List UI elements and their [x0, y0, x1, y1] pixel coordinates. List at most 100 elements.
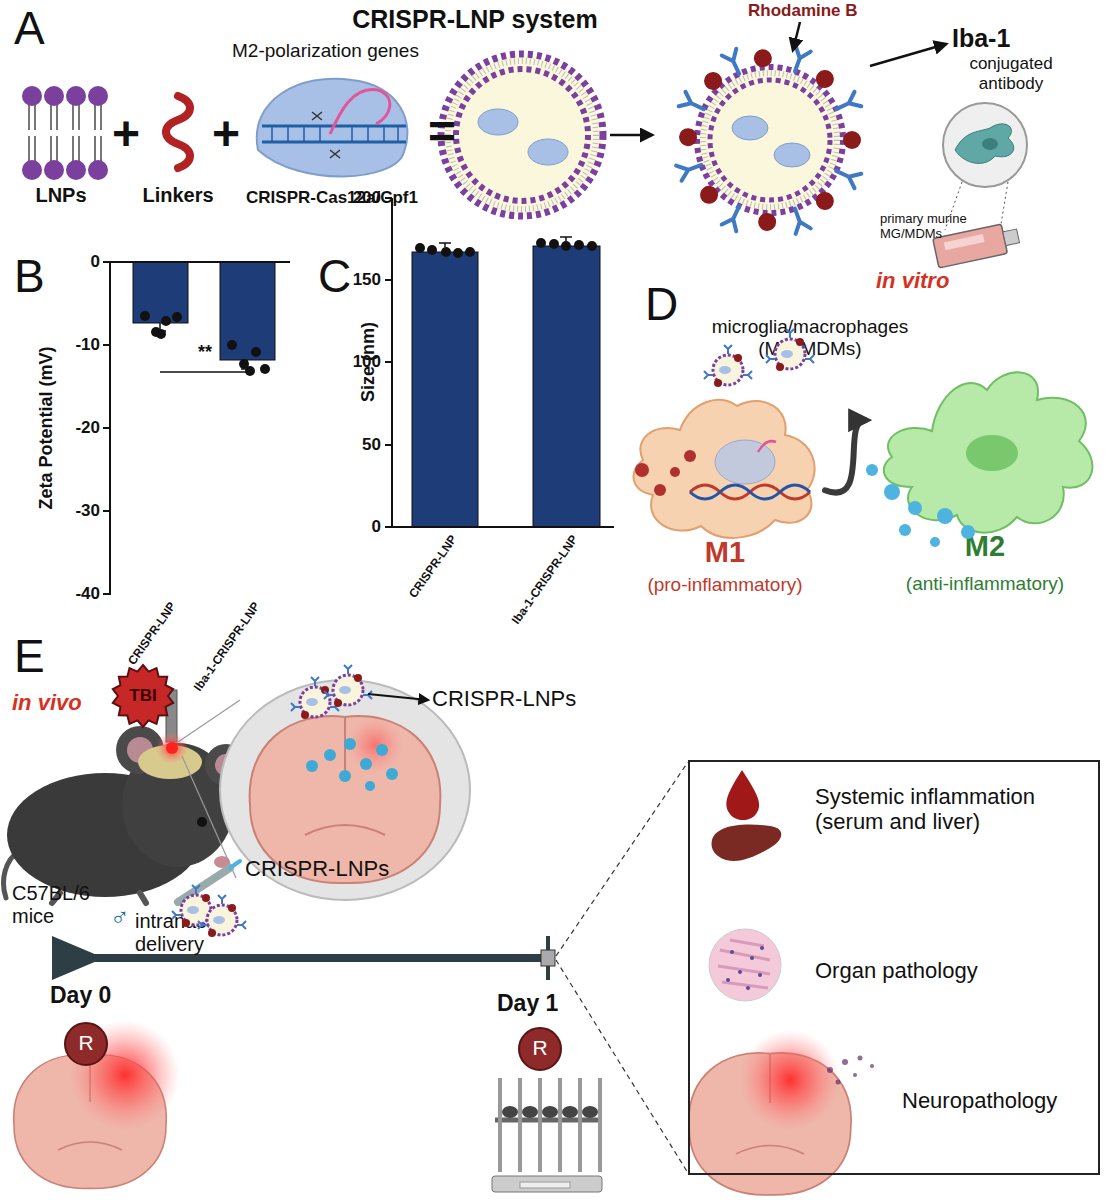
outcome-icons	[726, 946, 764, 990]
bar-chart	[160, 371, 248, 373]
conjugated-lnp	[676, 46, 861, 234]
outcome-icons	[726, 770, 759, 820]
cytokine-dots	[684, 450, 696, 462]
bar-chart	[415, 238, 597, 258]
timeline	[541, 950, 555, 966]
rotarod-apparatus	[520, 1182, 570, 1188]
rotarod-apparatus	[562, 1106, 578, 1118]
lipid-bilayer-icon	[50, 136, 52, 161]
cell-shape	[625, 380, 825, 605]
lnp-particle	[478, 109, 518, 135]
outcome-icons	[842, 1059, 848, 1065]
node-text: Neuropathology	[902, 1088, 1057, 1113]
figure-label: Iba-1-CRISPR-LNP	[455, 533, 581, 705]
figure-label: Linkers	[133, 184, 223, 207]
bar-chart	[533, 246, 600, 527]
outcome-box: Systemic inflammation (serum and liver)O…	[688, 760, 1100, 1175]
conjugated-lnp	[698, 68, 842, 212]
figure-label: 200	[335, 188, 381, 208]
conjugated-lnp	[833, 92, 862, 117]
outcome-icons	[730, 950, 734, 954]
bar-chart	[245, 366, 255, 376]
rotarod-apparatus	[502, 1106, 518, 1118]
gene-editing-icon	[715, 440, 775, 484]
figure-label: microglia/macrophages (MG/MDMs)	[690, 316, 930, 360]
cell-node: M2(anti-inflammatory)	[865, 365, 1105, 605]
conjugated-lnp	[679, 92, 708, 117]
lipid-bilayer-icon	[22, 86, 108, 180]
lnp-particle	[528, 139, 568, 165]
lipid-bilayer-icon	[78, 104, 80, 130]
figure-label: CRISPR-Cas12a/Cpf1	[232, 188, 432, 208]
outcome-icons	[746, 986, 750, 990]
cell-culture-icon	[1003, 229, 1020, 246]
outcome-icons	[858, 1056, 863, 1061]
figure-label: CRISPR-LNPs	[432, 686, 576, 711]
lipid-bilayer-icon	[88, 160, 108, 180]
lnp-particle	[441, 54, 603, 216]
conjugated-lnp	[676, 46, 861, 234]
lipid-bilayer-icon	[100, 136, 102, 161]
bar-chart	[549, 239, 559, 249]
cell-culture-icon	[933, 224, 1008, 268]
rotarod-apparatus	[598, 1078, 602, 1172]
lipid-bilayer-icon	[78, 136, 80, 161]
node-text: R	[64, 1031, 108, 1055]
cytokine-dots	[654, 484, 666, 496]
conjugated-lnp	[676, 157, 704, 180]
node-text: M2	[865, 530, 1105, 563]
process-arrow	[610, 134, 652, 137]
lnp-icons	[704, 345, 752, 387]
cytokine-dots	[937, 508, 953, 524]
cell-culture-icon	[943, 103, 1027, 187]
figure-label: primary murine MG/MDMs	[880, 212, 980, 242]
cytokine-dots	[930, 537, 940, 547]
connector-arrow	[825, 420, 865, 492]
lipid-bilayer-icon	[44, 160, 64, 180]
lipid-bilayer-icon	[100, 104, 102, 130]
figure-label: -20	[58, 418, 100, 438]
timeline	[52, 762, 688, 1173]
bar-chart	[227, 340, 237, 350]
figure-label: Day 0	[50, 982, 111, 1008]
cytokine-dots	[899, 524, 911, 536]
brain-zoom	[306, 760, 318, 772]
node-text: (pro-inflammatory)	[625, 574, 825, 596]
connector-layer	[825, 420, 865, 492]
figure-label: -40	[58, 584, 100, 604]
lnp-particle	[441, 54, 603, 216]
cell-culture-icon	[955, 124, 1014, 164]
cell-shape	[966, 435, 1018, 471]
mouse-illustration	[178, 868, 230, 902]
rotarod-apparatus	[542, 1106, 558, 1118]
rotarod-apparatus	[538, 1078, 542, 1172]
cell-shape	[865, 365, 1105, 605]
cell-shape	[634, 400, 815, 538]
lnp-particle	[442, 55, 602, 215]
lipid-bilayer-icon	[88, 86, 108, 106]
lipid-bilayer-icon	[94, 136, 96, 161]
lipid-bilayer-icon	[28, 136, 30, 161]
outcome-icons	[738, 970, 742, 974]
gene-editing-icon	[758, 441, 776, 452]
mouse-illustration	[166, 742, 178, 754]
brain-zoom	[344, 738, 356, 750]
bar-chart	[154, 323, 253, 369]
conjugated-lnp	[833, 164, 862, 189]
mouse-illustration	[4, 690, 247, 903]
conjugated-lnp	[774, 143, 810, 167]
figure-title: CRISPR-LNP system	[300, 5, 650, 34]
outcome-icons	[726, 978, 730, 982]
timeline	[52, 936, 104, 980]
figure-label: in vitro	[876, 268, 949, 293]
bar-chart	[103, 261, 110, 263]
bar-chart	[110, 261, 290, 263]
node-text: Systemic inflammation (serum and liver)	[815, 784, 1085, 835]
cell-node: M1(pro-inflammatory)	[625, 380, 825, 605]
figure-label: C	[318, 250, 351, 303]
cytokine-dots	[635, 463, 649, 477]
bar-chart	[412, 252, 478, 527]
bar-chart	[427, 245, 437, 255]
bar-chart	[385, 198, 614, 528]
